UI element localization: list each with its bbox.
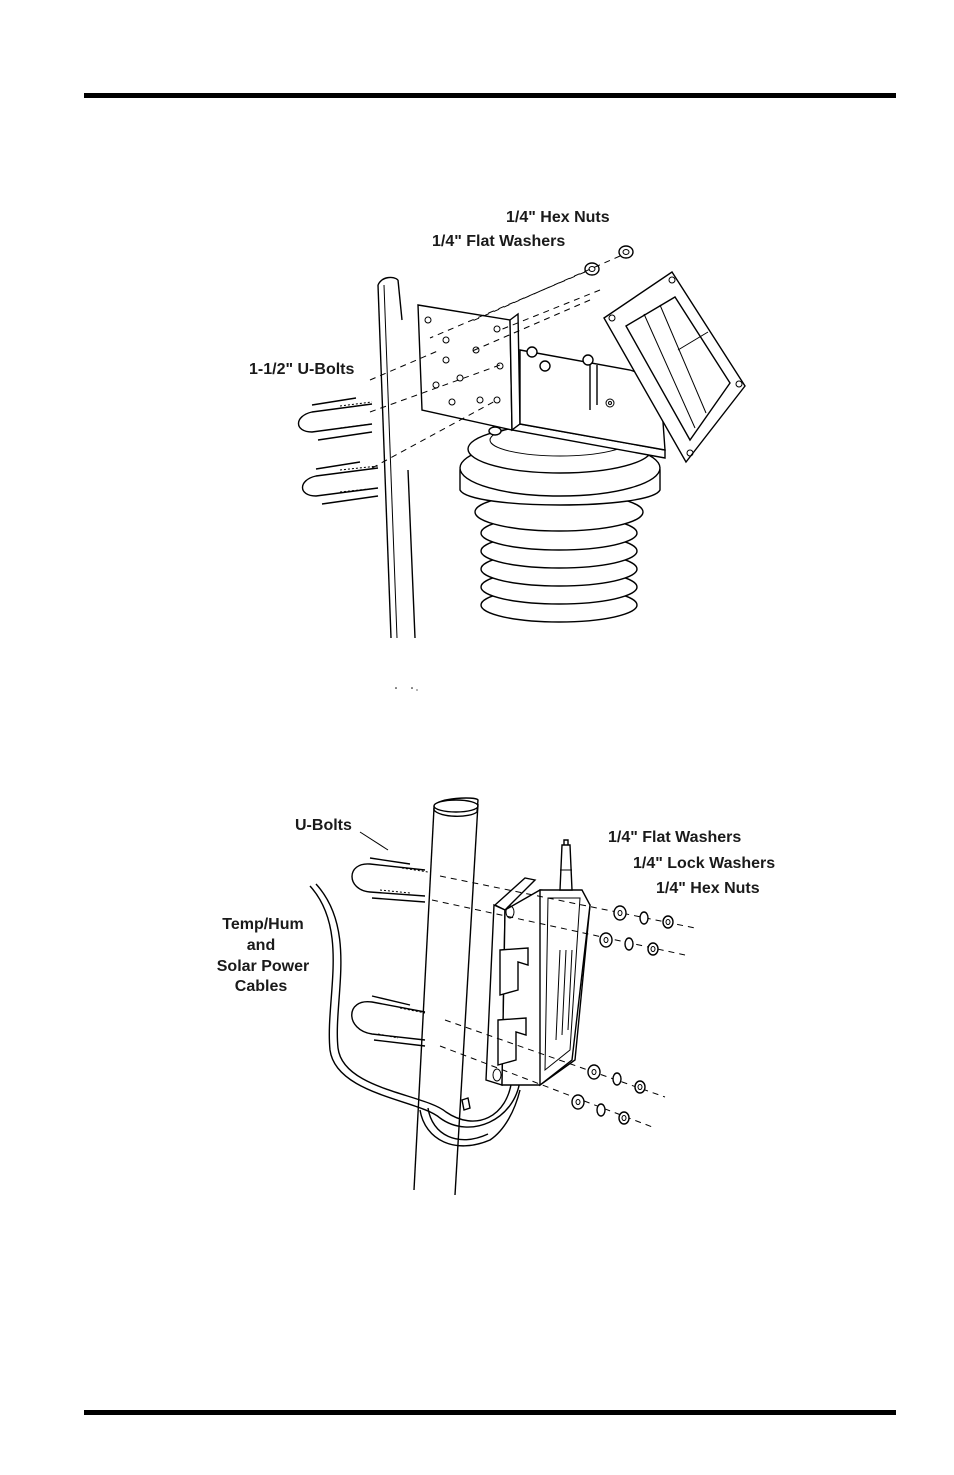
solar-panel — [603, 271, 746, 464]
bottom-rule — [84, 1410, 896, 1415]
bottom-dashed-lines — [431, 875, 696, 1129]
transmitter-box — [485, 839, 591, 1087]
label-cables-line2: and — [247, 937, 275, 954]
top-rule — [84, 93, 896, 98]
top-hardware — [584, 245, 634, 276]
top-u-bolts — [297, 397, 379, 505]
radiation-shield — [459, 423, 661, 623]
label-cables-line4: Cables — [235, 978, 288, 995]
u-bolts-leader-line — [359, 831, 389, 851]
top-figure: 1/4" Hex Nuts 1/4" Flat Washers 1-1/2" U… — [249, 209, 746, 639]
top-dashed-lines — [369, 255, 621, 469]
label-lock-washers-bottom: 1/4" Lock Washers — [633, 855, 775, 872]
label-u-bolts-bottom: U-Bolts — [295, 817, 352, 834]
bottom-figure: U-Bolts 1/4" Flat Washers 1/4" Lock Wash… — [217, 797, 775, 1196]
label-cables-line3: Solar Power — [217, 958, 309, 975]
label-hex-nuts-bottom: 1/4" Hex Nuts — [656, 880, 760, 897]
bottom-u-bolts — [351, 857, 429, 1047]
top-pole — [377, 276, 416, 639]
bottom-hardware — [571, 905, 674, 1125]
label-flat-washers-top: 1/4" Flat Washers — [432, 233, 565, 250]
cables — [309, 883, 521, 1147]
mounting-bracket — [417, 304, 666, 459]
label-hex-nuts-top: 1/4" Hex Nuts — [506, 209, 610, 226]
label-flat-washers-bottom: 1/4" Flat Washers — [608, 829, 741, 846]
bottom-pole — [413, 797, 479, 1196]
label-u-bolts-top: 1-1/2" U-Bolts — [249, 361, 354, 378]
stray-marks — [395, 687, 418, 691]
label-cables-line1: Temp/Hum — [222, 916, 303, 933]
